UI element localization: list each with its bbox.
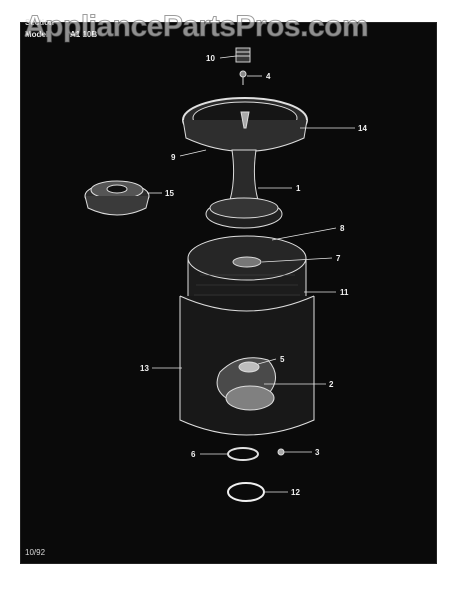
callout-15: 15 bbox=[165, 189, 174, 198]
part-agitator bbox=[205, 149, 283, 229]
model-value: A1 10B bbox=[70, 30, 98, 39]
part-seal bbox=[227, 447, 259, 461]
callout-5: 5 bbox=[280, 355, 285, 364]
watermark-logo: AppliancePartsPros.com bbox=[23, 10, 369, 44]
revision-date: 10/92 bbox=[25, 548, 46, 557]
callout-13: 13 bbox=[140, 364, 149, 373]
part-outer-tub bbox=[179, 295, 315, 436]
callout-14: 14 bbox=[358, 124, 367, 133]
callout-8: 8 bbox=[340, 224, 345, 233]
callout-3: 3 bbox=[315, 448, 320, 457]
callout-7: 7 bbox=[336, 254, 341, 263]
callout-10: 10 bbox=[206, 54, 215, 63]
section-label: Section bbox=[25, 18, 54, 27]
part-o-ring bbox=[227, 482, 265, 502]
callout-6: 6 bbox=[191, 450, 196, 459]
part-cap bbox=[84, 180, 150, 216]
part-bolt bbox=[239, 70, 247, 85]
callout-12: 12 bbox=[291, 488, 300, 497]
callout-1: 1 bbox=[296, 184, 301, 193]
part-screw bbox=[277, 448, 285, 456]
part-balance-ring bbox=[182, 97, 308, 152]
callout-2: 2 bbox=[329, 380, 334, 389]
model-label: Model bbox=[25, 30, 49, 39]
part-agitator-cap bbox=[235, 47, 251, 63]
callout-9: 9 bbox=[171, 153, 176, 162]
callout-4: 4 bbox=[266, 72, 271, 81]
callout-11: 11 bbox=[340, 288, 349, 297]
